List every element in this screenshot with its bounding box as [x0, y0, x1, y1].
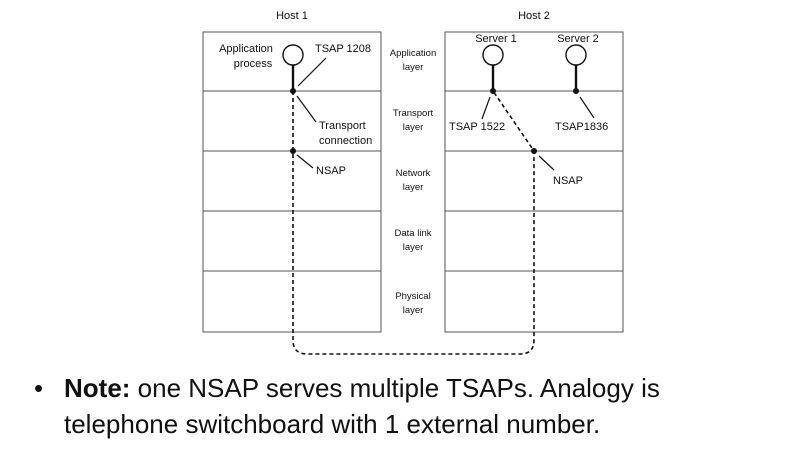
server1-label: Server 1: [475, 33, 517, 45]
server2-tsap-pointer: [579, 96, 595, 119]
host1-tsap-pointer: [297, 57, 327, 87]
layer-data-link-suffix: layer: [403, 242, 424, 253]
server2-tsap-label: TSAP1836: [555, 121, 608, 133]
layer-transport-suffix: layer: [403, 122, 424, 133]
server2-label: Server 2: [557, 33, 599, 45]
host1-tsap-label: TSAP 1208: [315, 43, 371, 55]
layer-application-suffix: layer: [403, 62, 424, 73]
layer-physical-label: Physical: [395, 291, 430, 302]
note-line-1: one NSAP serves multiple TSAPs. Analogy …: [130, 373, 660, 403]
application-process-circle: [282, 44, 304, 66]
host1-title: Host 1: [276, 10, 308, 22]
transport-connection-path: [292, 90, 535, 355]
server1-circle: [482, 44, 504, 66]
layer-network-label: Network: [396, 168, 431, 179]
layer-transport-label: Transport: [393, 108, 434, 119]
layer-physical-suffix: layer: [403, 305, 424, 316]
note-label: Note:: [64, 373, 131, 403]
note-text: Note: one NSAP serves multiple TSAPs. An…: [64, 370, 784, 442]
application-process-label: Application: [219, 43, 273, 55]
note-line-2: telephone switchboard with 1 external nu…: [64, 409, 601, 439]
host1-nsap-label: NSAP: [316, 165, 346, 177]
host1-nsap-pointer: [296, 154, 314, 169]
layer-application-label: Application: [390, 48, 436, 59]
layer-data-link-label: Data link: [395, 228, 432, 239]
transport-connection-label-2: connection: [319, 135, 372, 147]
host2-nsap-label: NSAP: [553, 175, 583, 187]
server2-tsap-point: [573, 88, 579, 94]
transport-connection-pointer: [296, 95, 317, 123]
host2-title: Host 2: [518, 10, 550, 22]
transport-connection-label: Transport: [319, 120, 366, 132]
layer-network-suffix: layer: [403, 182, 424, 193]
application-process-label-2: process: [234, 58, 273, 70]
server1-tsap-label: TSAP 1522: [449, 121, 505, 133]
host2-nsap-pointer: [538, 155, 555, 171]
server1-tsap-pointer: [481, 96, 491, 120]
server2-circle: [565, 44, 587, 66]
transport-connection-diagram: Host 1 Host 2 Application layer Transpor…: [202, 10, 624, 355]
bullet-icon: •: [34, 373, 44, 403]
